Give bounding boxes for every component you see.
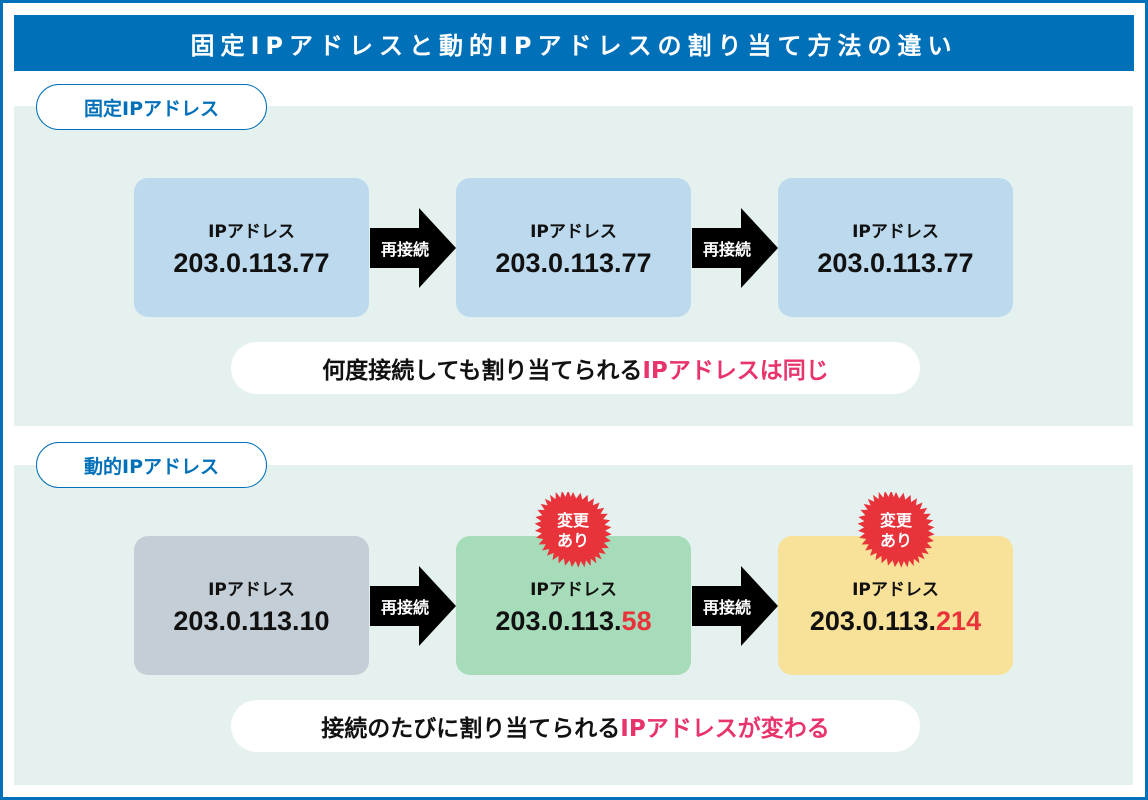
static-ip-card-2: IPアドレス 203.0.113.77 bbox=[456, 178, 691, 317]
badge-line-1: 変更 bbox=[879, 511, 912, 530]
badge-line-2: あり bbox=[879, 531, 912, 550]
diagram-title: 固定IPアドレスと動的IPアドレスの割り当て方法の違い bbox=[14, 15, 1134, 71]
static-ip-card-1: IPアドレス 203.0.113.77 bbox=[134, 178, 369, 317]
reconnect-arrow: 再接続 bbox=[692, 566, 780, 646]
ip-label: IPアドレス bbox=[852, 221, 939, 242]
reconnect-label: 再接続 bbox=[702, 598, 751, 617]
ip-value: 203.0.113.77 bbox=[495, 247, 652, 278]
ip-value: 203.0.113.77 bbox=[817, 247, 974, 278]
ip-value: 203.0.113.214 bbox=[809, 605, 982, 636]
arrow-right-icon bbox=[692, 208, 778, 288]
static-ip-card-3: IPアドレス 203.0.113.77 bbox=[778, 178, 1013, 317]
changed-badge: 変更あり bbox=[534, 490, 612, 570]
starburst-icon bbox=[857, 490, 935, 568]
arrow-right-icon bbox=[370, 566, 456, 646]
static-ip-label: 固定IPアドレス bbox=[36, 84, 267, 130]
reconnect-arrow: 再接続 bbox=[692, 208, 780, 288]
arrow-right-icon bbox=[370, 208, 456, 288]
dynamic-ip-label: 動的IPアドレス bbox=[36, 442, 267, 488]
ip-label: IPアドレス bbox=[530, 221, 617, 242]
reconnect-label: 再接続 bbox=[702, 240, 751, 259]
note-highlight: IPアドレスは同じ bbox=[642, 358, 829, 384]
arrow-right-icon bbox=[692, 566, 778, 646]
ip-label: IPアドレス bbox=[852, 579, 939, 600]
dynamic-ip-card-1: IPアドレス 203.0.113.10 bbox=[134, 536, 369, 675]
ip-label: IPアドレス bbox=[530, 579, 617, 600]
reconnect-label: 再接続 bbox=[380, 240, 429, 259]
note-text: 何度接続しても割り当てられる bbox=[322, 358, 643, 384]
badge-line-1: 変更 bbox=[556, 511, 589, 530]
badge-line-2: あり bbox=[556, 531, 589, 550]
reconnect-arrow: 再接続 bbox=[370, 208, 458, 288]
ip-value: 203.0.113.77 bbox=[173, 247, 330, 278]
ip-value: 203.0.113.58 bbox=[495, 605, 652, 636]
ip-value: 203.0.113.10 bbox=[173, 605, 330, 636]
ip-label: IPアドレス bbox=[208, 579, 295, 600]
note-highlight: IPアドレスが変わる bbox=[620, 716, 830, 742]
reconnect-arrow: 再接続 bbox=[370, 566, 458, 646]
ip-label: IPアドレス bbox=[208, 221, 295, 242]
reconnect-label: 再接続 bbox=[380, 598, 429, 617]
changed-badge: 変更あり bbox=[857, 490, 935, 570]
note-text: 接続のたびに割り当てられる bbox=[321, 716, 621, 742]
starburst-icon bbox=[534, 490, 612, 568]
